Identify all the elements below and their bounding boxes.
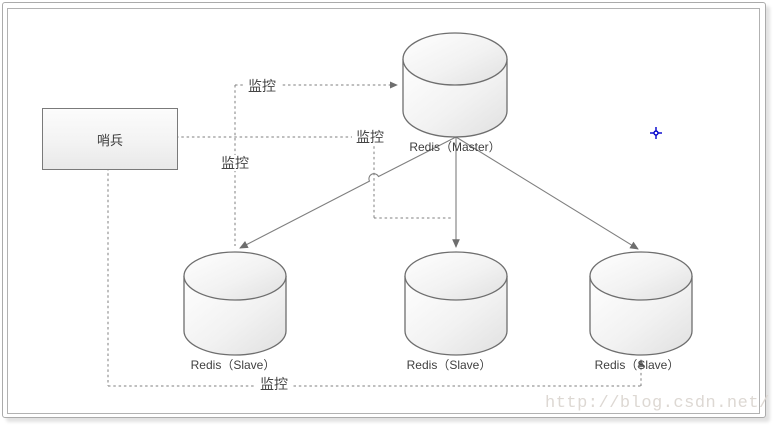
slave2-label: Redis（Slave）	[406, 358, 492, 372]
node-master-cylinder[interactable]	[402, 32, 508, 138]
monitor-label-slave1: 监控	[217, 155, 253, 171]
edge-master-slave1[interactable]	[239, 136, 457, 249]
slave3-label: Redis（Slave）	[594, 358, 680, 372]
node-sentinel[interactable]: 哨兵	[42, 108, 178, 170]
crosshair-cursor-icon	[650, 127, 662, 139]
master-label: Redis（Master）	[409, 140, 501, 154]
node-slave2-cylinder[interactable]	[404, 251, 508, 356]
watermark-text: http://blog.csdn.net/	[545, 394, 770, 413]
slave1-label: Redis（Slave）	[190, 358, 276, 372]
node-slave3-cylinder[interactable]	[589, 251, 693, 356]
edge-master-slave3[interactable]	[455, 136, 639, 250]
monitor-label-slave3: 监控	[256, 376, 292, 392]
monitor-label-master: 监控	[244, 78, 280, 94]
node-slave1-cylinder[interactable]	[183, 251, 287, 356]
monitor-label-slave2: 监控	[352, 129, 388, 145]
sentinel-label: 哨兵	[96, 132, 123, 148]
